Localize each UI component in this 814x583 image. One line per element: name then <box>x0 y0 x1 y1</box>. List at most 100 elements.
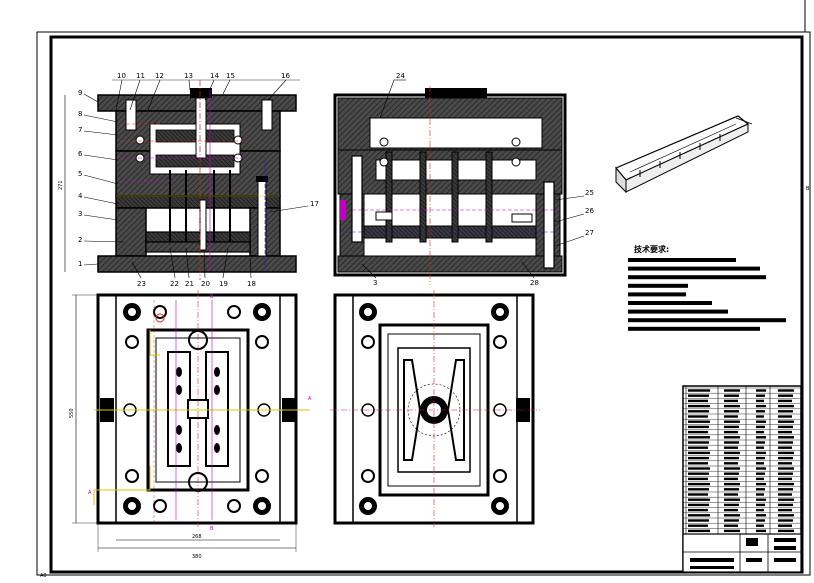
side-view-callouts: 24 25 26 27 28 3 <box>361 72 594 287</box>
parts-list-cell <box>688 399 708 403</box>
parts-list-cell <box>756 529 766 533</box>
parts-list-cell <box>724 404 740 408</box>
parts-list-cell <box>778 446 792 449</box>
sheet-outer-border <box>36 31 811 576</box>
callout-4: 4 <box>78 192 83 200</box>
parts-list-cell <box>778 404 794 408</box>
callout-10: 10 <box>117 72 126 80</box>
parts-list-cell <box>724 394 739 397</box>
section-mark-b-bottom: B <box>210 526 214 532</box>
parts-list-cell <box>778 441 793 444</box>
parts-list-cell <box>778 498 794 501</box>
callout-11: 11 <box>136 72 145 80</box>
parts-list-cell <box>756 430 764 434</box>
parts-list-cell <box>756 425 765 429</box>
callout-27: 27 <box>585 229 594 237</box>
parts-list-cell <box>688 451 710 455</box>
parts-list-cell <box>724 410 739 413</box>
parts-list-cell <box>778 389 794 392</box>
front-view-callouts-right: 17 <box>269 200 319 213</box>
callout-24: 24 <box>396 72 405 80</box>
callout-20: 20 <box>201 280 210 288</box>
parts-list-cell <box>778 410 793 413</box>
tech-note-line <box>628 326 760 331</box>
parts-list-cell <box>778 425 793 429</box>
parts-list-cell <box>724 441 739 444</box>
callout-26: 26 <box>585 207 594 215</box>
part-isometric-view <box>615 115 753 194</box>
parts-list-cell <box>756 451 766 455</box>
tech-note-line <box>628 318 786 323</box>
parts-list-cell <box>756 477 764 481</box>
callout-6: 6 <box>78 150 83 158</box>
parts-list-cell <box>688 425 709 429</box>
parts-list-cell <box>778 420 794 423</box>
callout-3-side: 3 <box>373 279 377 287</box>
parts-list-cell <box>688 467 710 470</box>
parts-list-cell <box>778 456 793 460</box>
parts-list-cell <box>756 519 765 522</box>
parts-list-cell <box>756 524 764 527</box>
parts-list-cell <box>688 410 709 413</box>
callout-21: 21 <box>185 280 194 288</box>
parts-list-cell <box>756 404 766 408</box>
parts-list-cell <box>724 472 739 475</box>
dim-plan-width-outer: 380 <box>192 554 202 560</box>
parts-list-cell <box>724 529 740 533</box>
parts-list-cell <box>756 508 764 512</box>
callout-23: 23 <box>137 280 146 288</box>
dim-plan-width-inner: 268 <box>192 534 202 540</box>
tech-note-line <box>628 301 712 305</box>
parts-list-cell <box>778 472 793 475</box>
parts-list-cell <box>756 482 766 486</box>
parts-list-cell <box>756 436 766 439</box>
parts-list-cell <box>688 477 708 481</box>
tech-note-line <box>628 266 760 271</box>
callout-19: 19 <box>219 280 228 288</box>
dim-height-left: 271 <box>58 180 64 190</box>
parts-list-table <box>683 386 801 534</box>
callout-28: 28 <box>530 279 539 287</box>
front-view-callouts-top: 10 11 12 13 14 15 16 <box>112 72 300 111</box>
parts-list-cell <box>756 456 765 460</box>
parts-list-cell <box>756 493 764 496</box>
parts-list-cell <box>778 519 793 522</box>
tech-note-line <box>628 292 686 297</box>
parts-list-cell <box>688 456 709 460</box>
parts-list-cell <box>724 462 738 465</box>
parts-list-cell <box>688 404 710 408</box>
section-mark-a-left: A <box>88 490 92 496</box>
callout-5: 5 <box>78 170 82 178</box>
front-view-callouts-left: 9 8 7 6 5 4 3 2 1 271 <box>58 89 125 272</box>
parts-list-cell <box>756 389 766 392</box>
parts-list-cell <box>724 467 740 470</box>
parts-list-cell <box>778 524 792 527</box>
parts-list-cell <box>756 503 765 507</box>
section-mark-b-top: B <box>210 294 214 300</box>
parts-list-cell <box>688 472 709 475</box>
parts-list-cell <box>756 446 764 449</box>
parts-list-cell <box>724 498 740 501</box>
parts-list-cell <box>688 519 709 522</box>
callout-8: 8 <box>78 110 82 118</box>
plan-view-left: A A B B 550 268 380 <box>69 290 312 560</box>
callout-13: 13 <box>184 72 193 80</box>
callout-17: 17 <box>310 200 319 208</box>
parts-list-cell <box>724 425 739 429</box>
parts-list-cell <box>756 467 766 470</box>
parts-list-cell <box>724 477 738 481</box>
front-view-callouts-bottom: 23 22 21 20 19 18 <box>131 247 256 288</box>
callout-3: 3 <box>78 210 82 218</box>
parts-list-cell <box>688 462 708 465</box>
callout-25: 25 <box>585 189 594 197</box>
parts-list-cell <box>778 467 794 470</box>
parts-list-cell <box>756 394 765 397</box>
parts-list-cell <box>724 399 738 403</box>
parts-list-cell <box>756 498 766 501</box>
tech-note-line <box>628 283 688 288</box>
parts-list-cell <box>688 524 708 527</box>
parts-list-cell <box>756 415 764 418</box>
parts-list-cell <box>778 462 792 465</box>
callout-14: 14 <box>210 72 219 80</box>
parts-list-cell <box>688 482 710 486</box>
